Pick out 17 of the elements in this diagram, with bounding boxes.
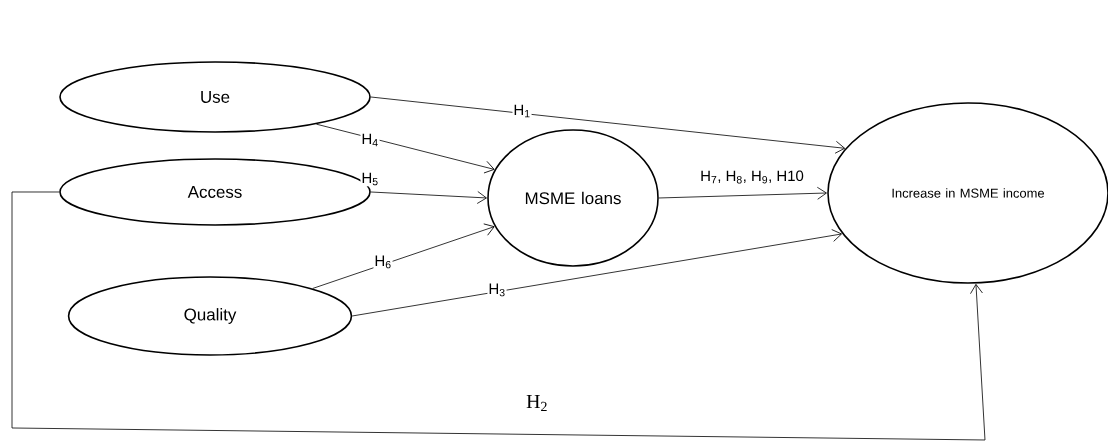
edge-label: H$_{2}$ [525,393,549,413]
edge-label: H$_{4}$ [360,132,380,148]
arrow [351,229,842,317]
edge-label: H$_{1}$ [512,103,532,119]
arrow [11,191,986,441]
edge-label: H$_{7}$, H$_{8}$, H$_{9}$, H10 [699,169,805,185]
arrow [312,223,495,289]
edge-label: H$_{6}$ [373,254,393,270]
arrow [658,186,827,200]
arrow [370,191,487,204]
edge-label: H$_{5}$ [360,171,380,187]
ellipse-node: Quality [67,276,353,356]
ellipse-node: MSME loans [487,129,659,267]
edge-label: H$_{3}$ [487,282,507,298]
ellipse-node: Use [59,61,371,133]
arrow [316,123,495,174]
arrow [370,96,846,154]
